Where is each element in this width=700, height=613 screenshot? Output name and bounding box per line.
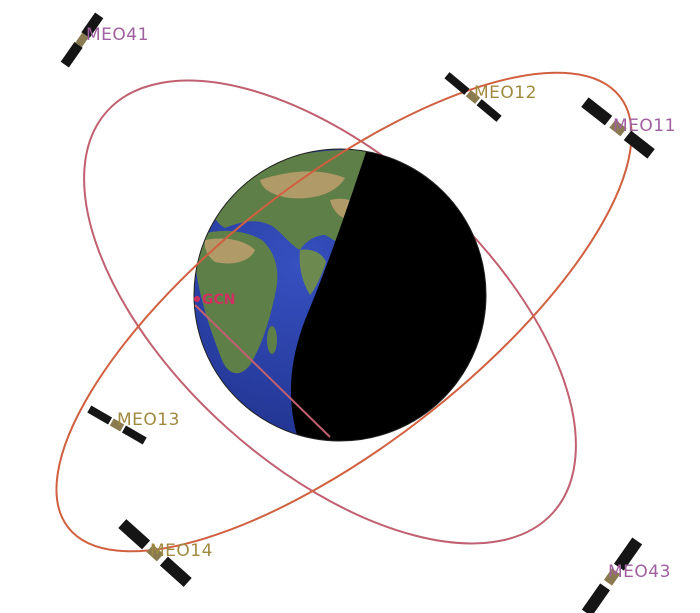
satellite-label-meo41: MEO41 — [86, 25, 149, 45]
continent-africa — [195, 230, 278, 374]
satellite-label-meo11: MEO11 — [613, 116, 676, 136]
earth-globe — [193, 148, 487, 442]
satellite-label-meo12: MEO12 — [474, 83, 537, 103]
continent-india — [299, 249, 326, 295]
satellite-label-meo14: MEO14 — [150, 541, 213, 561]
ground-station-label: GCN — [202, 292, 235, 308]
ground-station: GCN — [194, 292, 235, 308]
satellite-meo13 — [87, 405, 147, 445]
satellite-meo12 — [444, 72, 502, 122]
satellite-label-meo13: MEO13 — [117, 410, 180, 430]
satellite-label-meo43: MEO43 — [608, 562, 671, 582]
satellite-meo43 — [581, 537, 643, 613]
satellite-meo41 — [60, 12, 104, 68]
satellite-meo14 — [118, 519, 192, 587]
orbit-ring-a-front — [194, 304, 331, 438]
satellite-meo11 — [581, 97, 655, 159]
